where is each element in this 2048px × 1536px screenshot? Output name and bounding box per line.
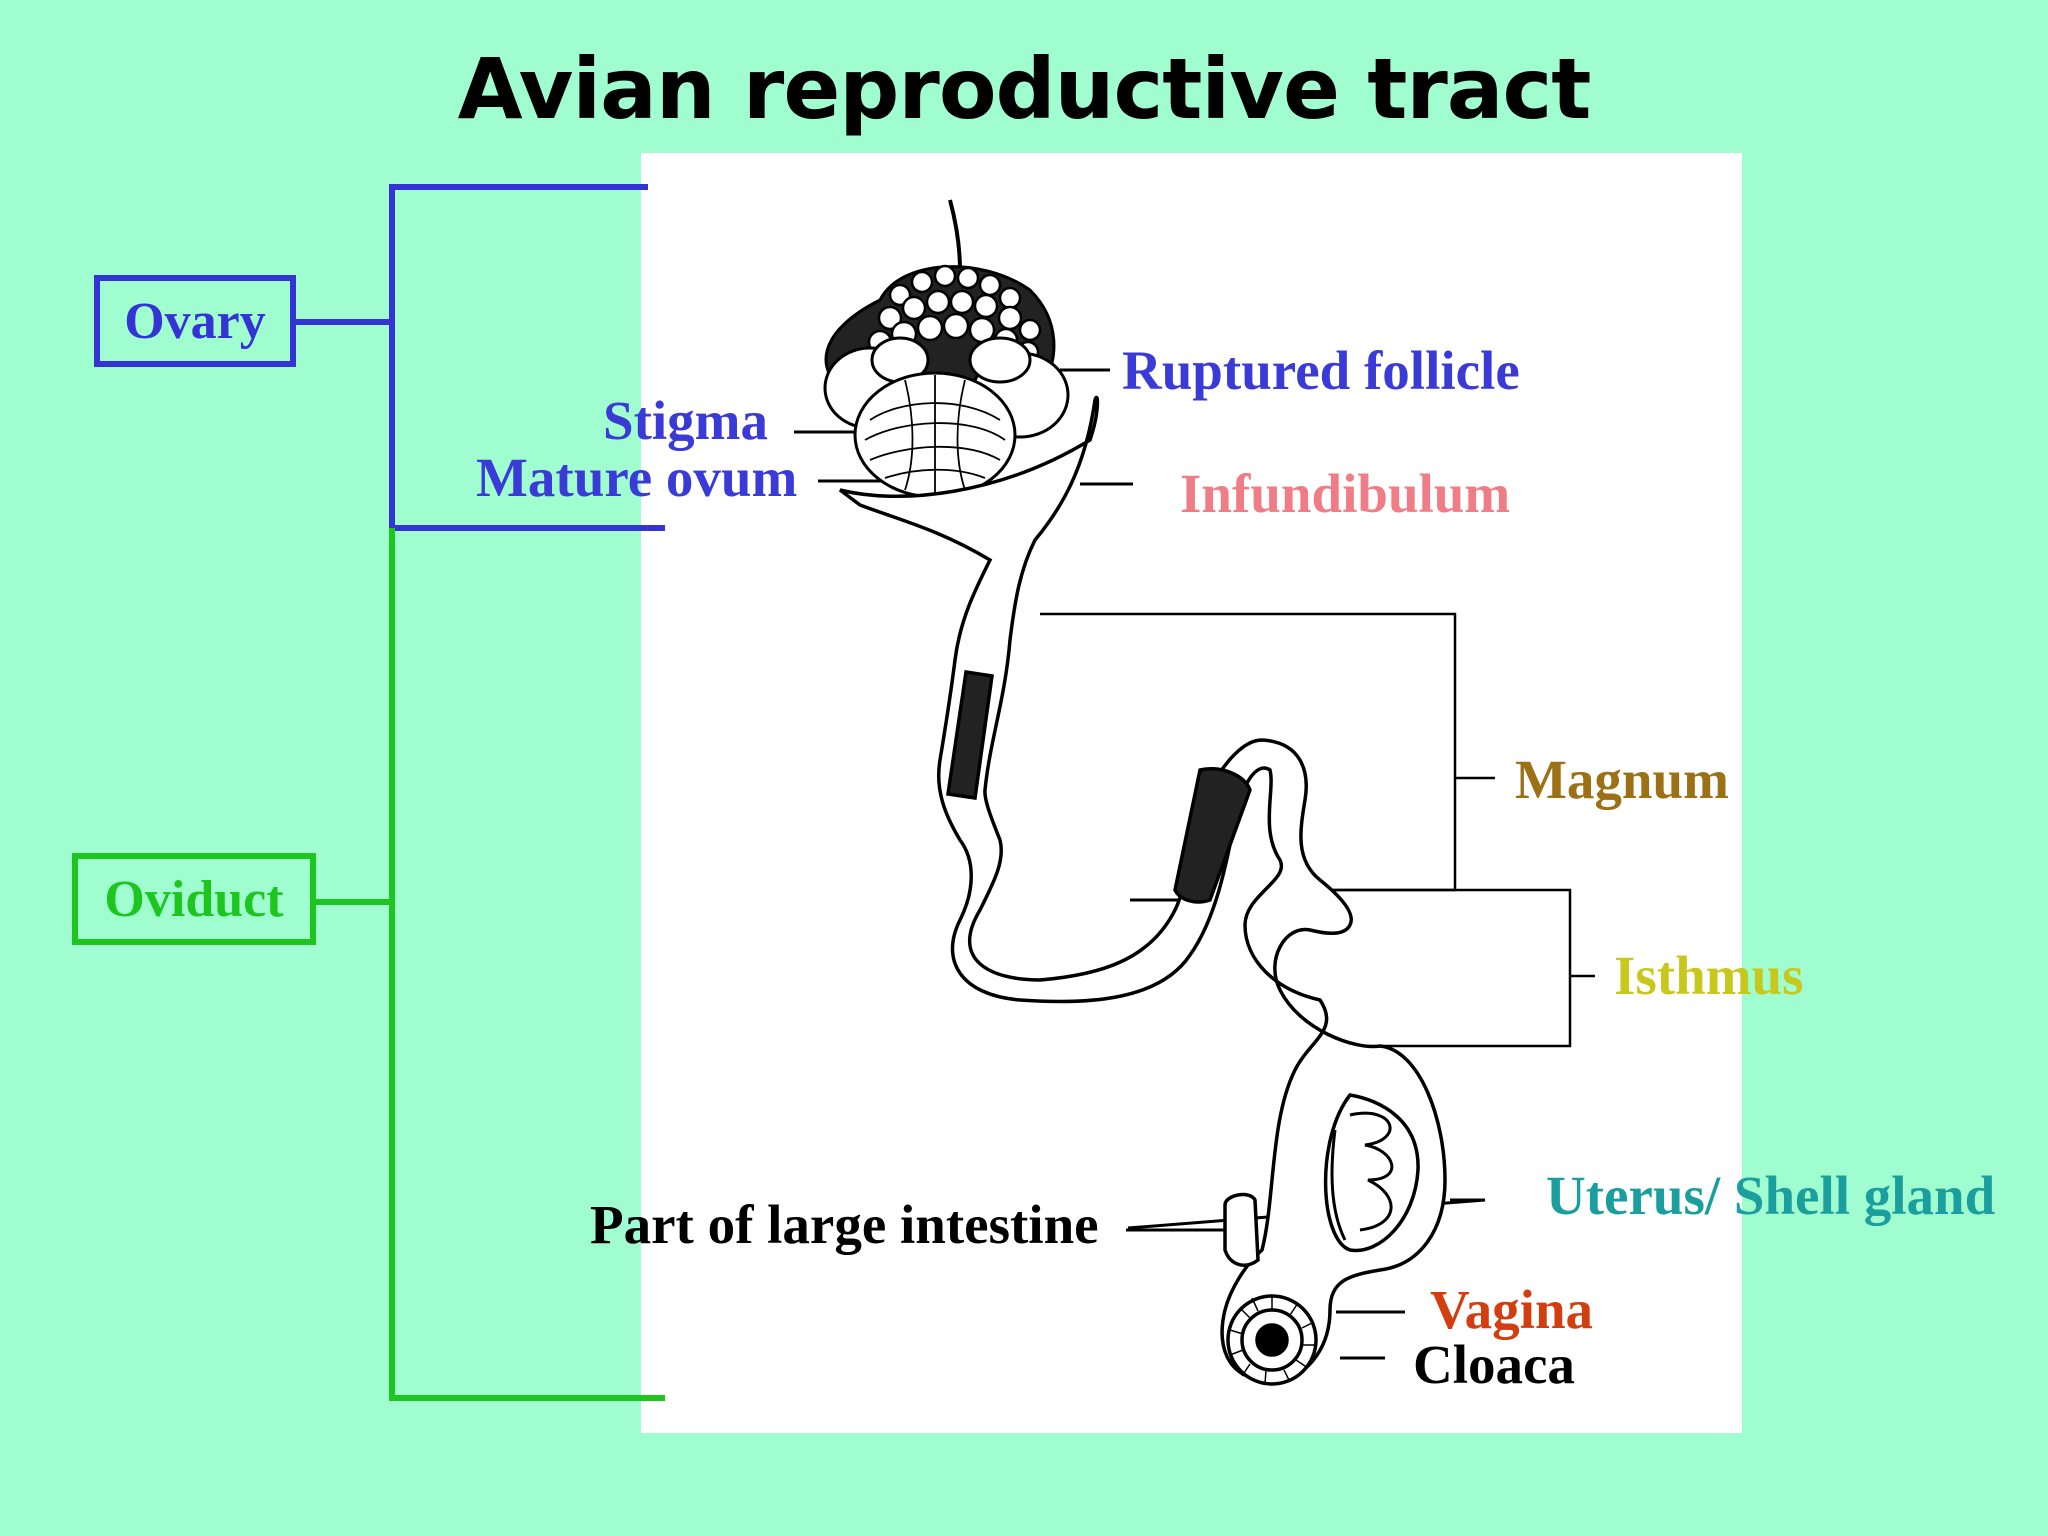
stigma-label: Stigma bbox=[603, 390, 768, 451]
segment-brackets bbox=[1040, 612, 1595, 1048]
cloaca-label: Cloaca bbox=[1413, 1334, 1575, 1395]
ovary-illustration bbox=[823, 199, 1070, 499]
ovary-bracket bbox=[296, 184, 665, 531]
isthmus-label: Isthmus bbox=[1614, 945, 1804, 1006]
oviduct-illustration bbox=[838, 395, 1447, 1386]
ovary-label: Ovary bbox=[124, 292, 266, 350]
magnum-label: Magnum bbox=[1515, 749, 1729, 810]
vagina-label: Vagina bbox=[1430, 1279, 1594, 1340]
oviduct-box: Oviduct bbox=[72, 853, 316, 945]
part-of-large-intestine-label: Part of large intestine bbox=[590, 1194, 1099, 1255]
slide-title: Avian reproductive tract bbox=[457, 40, 1592, 138]
oviduct-bracket bbox=[316, 528, 665, 1401]
ruptured-follicle-label: Ruptured follicle bbox=[1122, 340, 1520, 401]
mature-ovum-label: Mature ovum bbox=[476, 447, 798, 508]
ovary-box: Ovary bbox=[94, 275, 296, 367]
diagram-panel bbox=[641, 153, 1742, 1433]
uterus-shell-gland-label: Uterus/ Shell gland bbox=[1546, 1165, 1996, 1226]
infundibulum-label: Infundibulum bbox=[1180, 463, 1511, 524]
oviduct-label: Oviduct bbox=[104, 870, 284, 928]
